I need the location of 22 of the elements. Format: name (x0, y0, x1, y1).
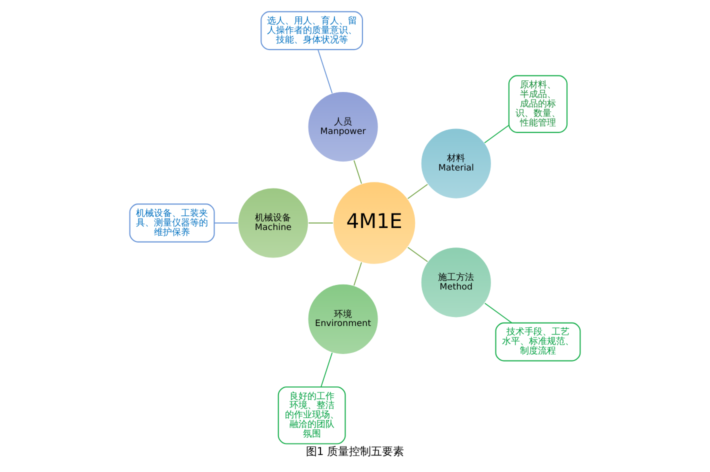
node-box: 选人、用人、育人、留人操作者的质量意识、技能、身体状况等 (260, 10, 363, 50)
node-circle: 机械设备 Machine (238, 187, 309, 258)
connector (308, 222, 334, 223)
node-box: 技术手段、工艺水平、标准规范、制度流程 (495, 322, 581, 361)
connector (484, 302, 512, 323)
connector (320, 352, 333, 387)
connector (354, 261, 362, 286)
node-box: 机械设备、工装夹具、测量仪器等的维护保养 (129, 203, 215, 242)
connector (214, 222, 238, 223)
connector (484, 124, 510, 143)
connector (407, 183, 428, 199)
node-circle: 施工方法 Method (420, 246, 492, 318)
node-circle: 环境 Environment (308, 283, 379, 354)
node-box: 良好的工作环境、整洁的作业现场、融洽的团队氛围 (278, 386, 346, 444)
caption: 图1 质量控制五要素 (306, 444, 404, 458)
connector (354, 159, 362, 184)
node-box: 原材料、半成品、成品的标识、数量、性能管理 (508, 74, 568, 132)
connector (407, 246, 428, 262)
node-circle: 材料 Material (420, 128, 492, 198)
node-circle: 4M1E (332, 180, 416, 264)
node-circle: 人员 Manpower (308, 90, 379, 162)
connector (318, 48, 333, 94)
